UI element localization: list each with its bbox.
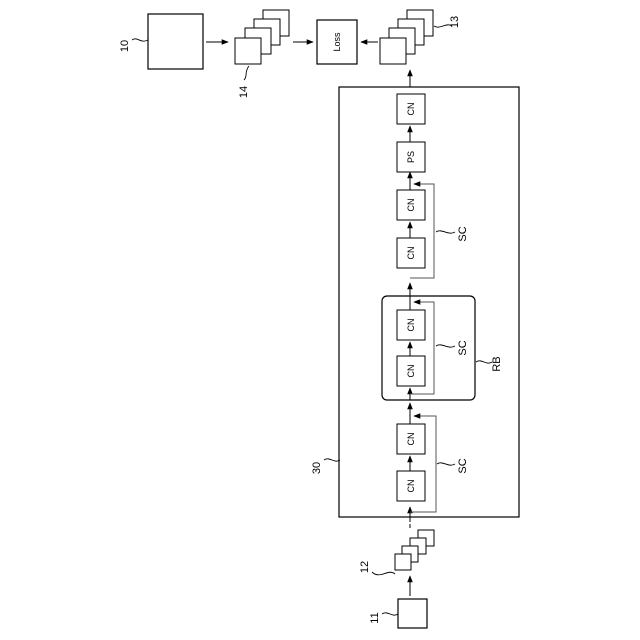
- cn-label-4: CN: [406, 319, 416, 332]
- ref-label-12: 12: [359, 561, 371, 573]
- ref-label-11: 11: [369, 612, 381, 623]
- image-stack-12: [395, 530, 434, 570]
- leader-30: [324, 459, 340, 461]
- sc-label-1: SC: [457, 458, 469, 473]
- ps-label: PS: [406, 151, 416, 163]
- cn-label-5: CN: [406, 247, 416, 260]
- leader-12: [372, 572, 395, 575]
- sc-label-2: SC: [457, 340, 469, 355]
- image-stack-14: [235, 10, 289, 64]
- cn-label-6: CN: [406, 199, 416, 212]
- input-image-box-10: [148, 14, 203, 69]
- cn-label-3: CN: [406, 365, 416, 378]
- sc-label-3: SC: [457, 226, 469, 241]
- cn-label-1: CN: [406, 480, 416, 493]
- leader-10: [132, 39, 148, 41]
- loss-label: Loss: [332, 32, 342, 52]
- input-image-box-11: [398, 599, 427, 628]
- leader-11: [382, 613, 398, 615]
- ref-label-30: 30: [311, 462, 323, 474]
- cn-label-2: CN: [406, 433, 416, 446]
- leader-14: [244, 66, 249, 80]
- ref-label-13: 13: [449, 16, 461, 28]
- cn-label-7: CN: [406, 103, 416, 116]
- ref-label-14: 14: [238, 86, 250, 98]
- rb-label: RB: [491, 356, 503, 371]
- image-stack-13: [380, 10, 433, 64]
- ref-label-10: 10: [119, 40, 131, 52]
